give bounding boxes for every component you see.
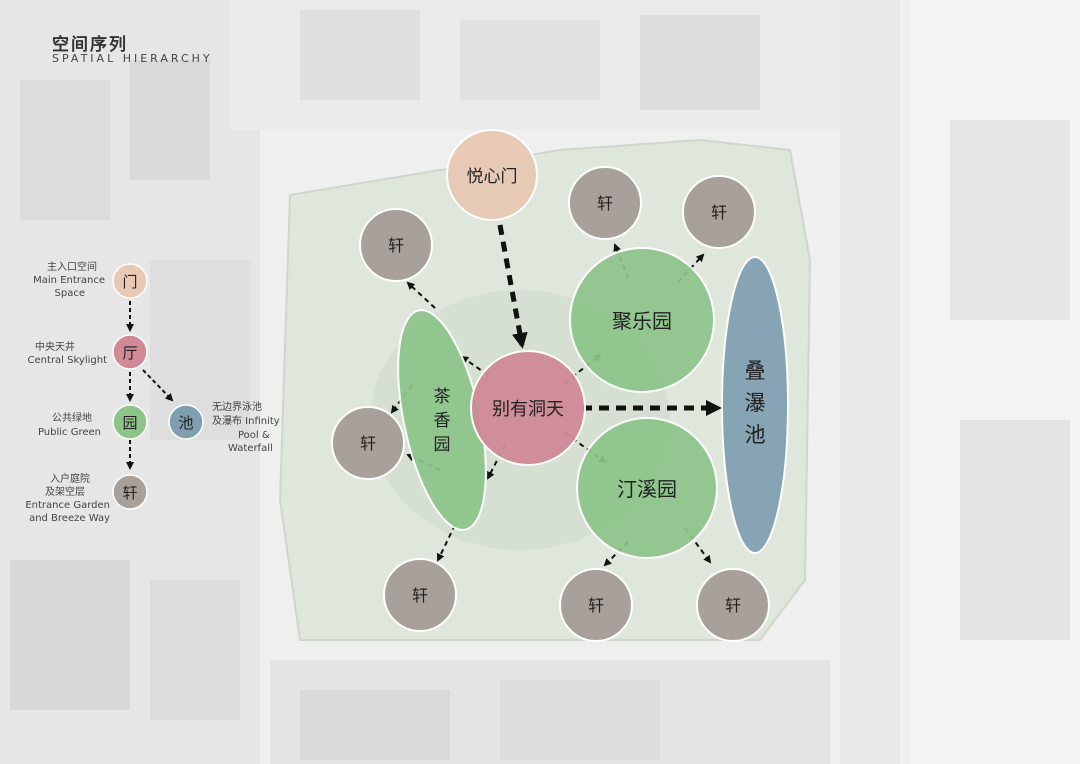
svg-text:别有洞天: 别有洞天 [492, 399, 564, 420]
pavilion-node: 轩 [568, 166, 642, 240]
svg-text:池: 池 [745, 423, 766, 447]
svg-text:轩: 轩 [597, 194, 613, 213]
svg-text:香: 香 [434, 411, 451, 431]
legend-hall: 厅 中央天井 Central Skylight [28, 334, 148, 370]
page-title: 空间序列 [52, 35, 128, 55]
pavilion-node: 轩 [383, 558, 457, 632]
main-nodes: 茶 香 园 聚乐园 汀溪园 叠 瀑 池 别有洞天 悦心门 [397, 129, 789, 559]
svg-text:Main Entrance: Main Entrance [33, 275, 105, 286]
pavilion-node: 轩 [331, 406, 405, 480]
svg-text:中央天井: 中央天井 [35, 340, 75, 353]
svg-text:Public Green: Public Green [38, 427, 101, 438]
legend-pool: 池 无边界泳池 及瀑布 Infinity Pool & Waterfall [168, 400, 280, 454]
svg-text:茶: 茶 [434, 387, 451, 407]
svg-text:Space: Space [55, 288, 85, 299]
svg-text:池: 池 [178, 414, 193, 432]
svg-text:无边界泳池: 无边界泳池 [212, 400, 262, 413]
svg-text:入户庭院: 入户庭院 [50, 472, 90, 485]
pavilion-node: 轩 [696, 568, 770, 642]
pavilion-node: 轩 [559, 568, 633, 642]
node-north-garden: 聚乐园 [569, 247, 715, 393]
svg-text:轩: 轩 [412, 586, 428, 605]
svg-text:轩: 轩 [725, 596, 741, 615]
node-pool: 叠 瀑 池 [721, 256, 789, 554]
svg-text:厅: 厅 [122, 344, 137, 362]
svg-text:公共绿地: 公共绿地 [52, 411, 92, 424]
svg-text:轩: 轩 [122, 484, 137, 502]
svg-text:Central Skylight: Central Skylight [28, 355, 108, 366]
svg-text:and Breeze Way: and Breeze Way [29, 513, 110, 524]
svg-text:及架空层: 及架空层 [45, 485, 85, 498]
svg-text:轩: 轩 [388, 236, 404, 255]
svg-text:叠: 叠 [745, 359, 766, 383]
svg-text:Pool &: Pool & [238, 430, 270, 441]
svg-text:Waterfall: Waterfall [228, 443, 273, 454]
svg-text:悦心门: 悦心门 [467, 167, 518, 187]
legend-gate: 门 主入口空间 Main Entrance Space [33, 260, 148, 299]
svg-text:及瀑布 Infinity: 及瀑布 Infinity [212, 415, 280, 427]
node-entrance: 悦心门 [446, 129, 538, 221]
svg-text:门: 门 [122, 273, 137, 291]
svg-text:瀑: 瀑 [745, 391, 766, 415]
legend-pavilion: 轩 入户庭院 及架空层 Entrance Garden and Breeze W… [25, 472, 148, 524]
node-center: 别有洞天 [470, 350, 586, 466]
pavilion-node: 轩 [359, 208, 433, 282]
legend: 门 主入口空间 Main Entrance Space 厅 中央天井 Centr… [25, 260, 279, 524]
node-west-garden: 茶 香 园 [397, 309, 487, 531]
svg-text:主入口空间: 主入口空间 [47, 260, 97, 273]
svg-text:Entrance Garden: Entrance Garden [25, 500, 110, 511]
svg-text:轩: 轩 [711, 203, 727, 222]
svg-text:汀溪园: 汀溪园 [617, 477, 677, 501]
page-subtitle: SPATIAL HIERARCHY [52, 52, 213, 65]
pavilion-node: 轩 [682, 175, 756, 249]
node-south-garden: 汀溪园 [576, 417, 718, 559]
svg-text:轩: 轩 [588, 596, 604, 615]
svg-text:聚乐园: 聚乐园 [612, 309, 672, 333]
pavilion-nodes: 轩 轩 轩 轩 轩 轩 轩 [331, 166, 770, 642]
legend-garden: 园 公共绿地 Public Green [38, 404, 148, 440]
svg-text:园: 园 [122, 414, 137, 432]
svg-text:园: 园 [434, 435, 451, 455]
arrow-entrance-to-center [497, 224, 528, 349]
svg-text:轩: 轩 [360, 434, 376, 453]
